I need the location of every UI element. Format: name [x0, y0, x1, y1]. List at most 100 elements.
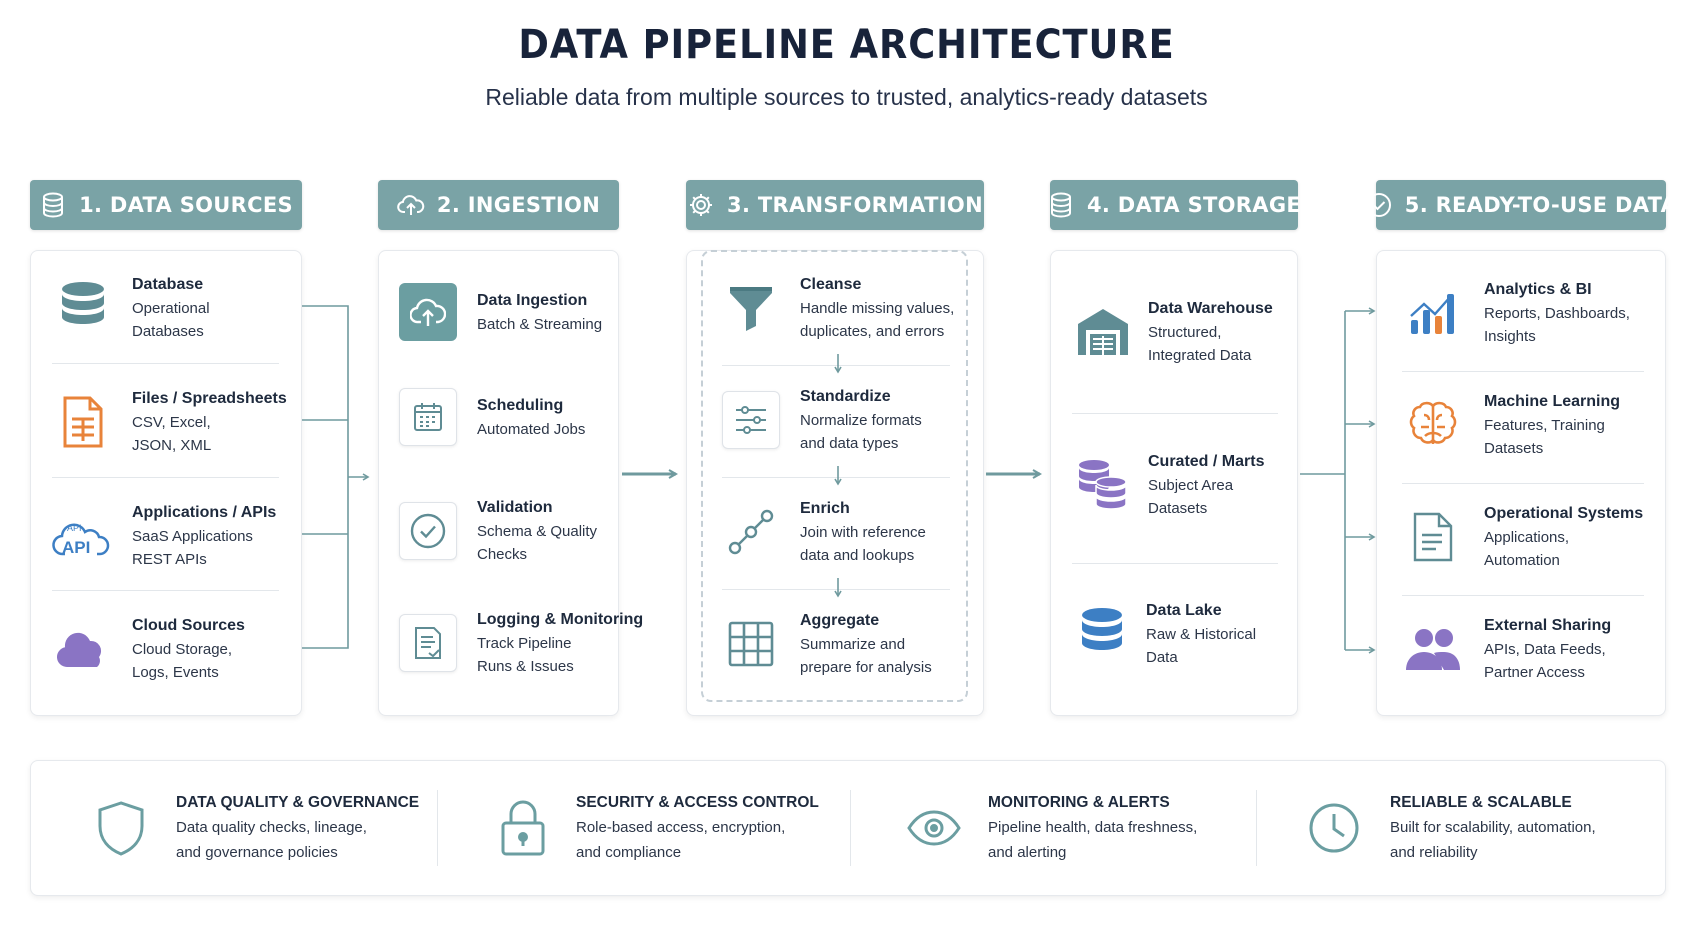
stage-header-ready-to-use-data: 5. READY-TO-USE DATA — [1366, 180, 1677, 230]
divider — [1402, 483, 1644, 484]
item-title: External Sharing — [1484, 617, 1612, 634]
item-description: SaaS Applications — [132, 528, 253, 545]
funnel-icon — [730, 287, 772, 331]
pillar-description: Built for scalability, automation, — [1390, 819, 1596, 836]
lock-icon — [501, 800, 545, 856]
item-description: Reports, Dashboards, — [1484, 305, 1630, 322]
item-title: Data Ingestion — [477, 291, 588, 309]
ingestion-data-ingestion: Data Ingestion Batch & Streaming — [399, 283, 602, 341]
item-title: Enrich — [800, 500, 850, 517]
storage-data-lake: Data Lake Raw & Historical Data — [1074, 599, 1256, 669]
transform-standardize: Standardize Normalize formats and data t… — [722, 385, 922, 455]
source-applications: API API Applications / APIs SaaS Applica… — [52, 501, 276, 571]
sliders-icon — [736, 406, 766, 434]
pillar-title: MONITORING & ALERTS — [988, 794, 1170, 811]
log-document-icon — [415, 627, 441, 659]
document-icon — [1413, 512, 1453, 562]
spreadsheet-icon — [63, 396, 103, 448]
pillar-title: DATA QUALITY & GOVERNANCE — [176, 794, 420, 811]
pillar-description: and governance policies — [176, 844, 338, 861]
pillar-title: SECURITY & ACCESS CONTROL — [576, 794, 819, 811]
item-description: Data — [1146, 649, 1178, 666]
check-circle-icon — [1366, 193, 1391, 217]
item-description: Runs & Issues — [477, 658, 574, 675]
pillar-monitoring-alerts: MONITORING & ALERTS Pipeline health, dat… — [906, 760, 1197, 896]
users-icon — [1406, 629, 1460, 670]
item-description: Normalize formats — [800, 412, 922, 429]
stage-header-ingestion: 2. INGESTION — [378, 180, 619, 230]
divider — [52, 363, 279, 364]
api-label: API — [62, 538, 90, 557]
item-title: Curated / Marts — [1148, 453, 1265, 470]
item-description: Raw & Historical — [1146, 626, 1257, 643]
item-description: Subject Area — [1148, 477, 1234, 494]
source-database: Database Operational Databases — [56, 273, 210, 343]
api-small-label: API — [67, 523, 82, 533]
divider — [722, 589, 950, 590]
item-description: Datasets — [1484, 440, 1544, 457]
source-files: Files / Spreadsheets CSV, Excel, JSON, X… — [56, 387, 287, 457]
transform-enrich: Enrich Join with reference data and look… — [722, 497, 926, 567]
stage-header-label: 5. READY-TO-USE DATA — [1404, 193, 1678, 217]
cloud-icon — [56, 632, 102, 667]
item-description: Schema & Quality — [477, 523, 598, 540]
item-title: Aggregate — [800, 612, 880, 629]
item-description: prepare for analysis — [800, 659, 932, 676]
item-description: JSON, XML — [132, 437, 212, 454]
item-description: Insights — [1484, 328, 1536, 345]
item-description: Logs, Events — [132, 664, 219, 681]
item-description: Track Pipeline — [477, 635, 572, 652]
item-description: APIs, Data Feeds, — [1484, 641, 1606, 658]
divider — [52, 477, 279, 478]
item-title: Machine Learning — [1484, 393, 1621, 410]
item-title: Cloud Sources — [132, 617, 245, 634]
cloud-upload-icon — [410, 298, 446, 326]
item-title: Scheduling — [477, 396, 564, 414]
item-description: Handle missing values, — [800, 300, 955, 317]
pillar-data-quality-governance: DATA QUALITY & GOVERNANCE Data quality c… — [96, 760, 419, 896]
ingestion-scheduling: Scheduling Automated Jobs — [399, 388, 585, 446]
shield-icon — [98, 801, 144, 856]
grid-icon — [728, 621, 774, 667]
item-description: data and lookups — [800, 547, 915, 564]
output-machine-learning: Machine Learning Features, Training Data… — [1404, 390, 1620, 460]
item-description: and data types — [800, 435, 899, 452]
pillar-description: Pipeline health, data freshness, — [988, 819, 1198, 836]
database-icon — [1082, 608, 1122, 650]
sources-bracket — [302, 305, 370, 649]
item-title: Data Warehouse — [1148, 300, 1273, 317]
item-description: CSV, Excel, — [132, 414, 211, 431]
divider — [1402, 371, 1644, 372]
ingestion-validation: Validation Schema & Quality Checks — [399, 496, 597, 566]
cloud-api-icon: API API — [52, 523, 110, 557]
stage-header-transformation: 3. TRANSFORMATION — [686, 180, 984, 230]
item-title: Applications / APIs — [132, 504, 277, 521]
item-title: Operational Systems — [1484, 505, 1644, 522]
gear-icon — [690, 194, 713, 216]
stage-header-label: 2. INGESTION — [436, 193, 601, 217]
pillar-description: and compliance — [576, 844, 682, 861]
item-description: Applications, — [1484, 529, 1570, 546]
divider — [1402, 595, 1644, 596]
item-title: Analytics & BI — [1484, 281, 1592, 298]
item-description: Structured, — [1148, 324, 1222, 341]
item-description: Datasets — [1148, 500, 1208, 517]
item-description: Cloud Storage, — [132, 641, 233, 658]
item-title: Data Lake — [1146, 602, 1222, 619]
item-description: duplicates, and errors — [800, 323, 945, 340]
divider — [850, 790, 851, 866]
pillar-description: and reliability — [1390, 844, 1478, 861]
transformation-dashed-frame — [701, 250, 968, 702]
pillar-description: Role-based access, encryption, — [576, 819, 786, 836]
brain-icon — [1409, 401, 1457, 444]
item-title: Files / Spreadsheets — [132, 390, 287, 407]
stage-header-label: 4. DATA STORAGE — [1086, 193, 1302, 217]
page-subtitle: Reliable data from multiple sources to t… — [485, 84, 1208, 110]
divider — [722, 477, 950, 478]
item-description: Automation — [1484, 552, 1560, 569]
clock-icon — [1309, 803, 1359, 853]
divider — [722, 365, 950, 366]
output-operational-systems: Operational Systems Applications, Automa… — [1404, 502, 1643, 572]
calendar-icon — [414, 403, 442, 431]
